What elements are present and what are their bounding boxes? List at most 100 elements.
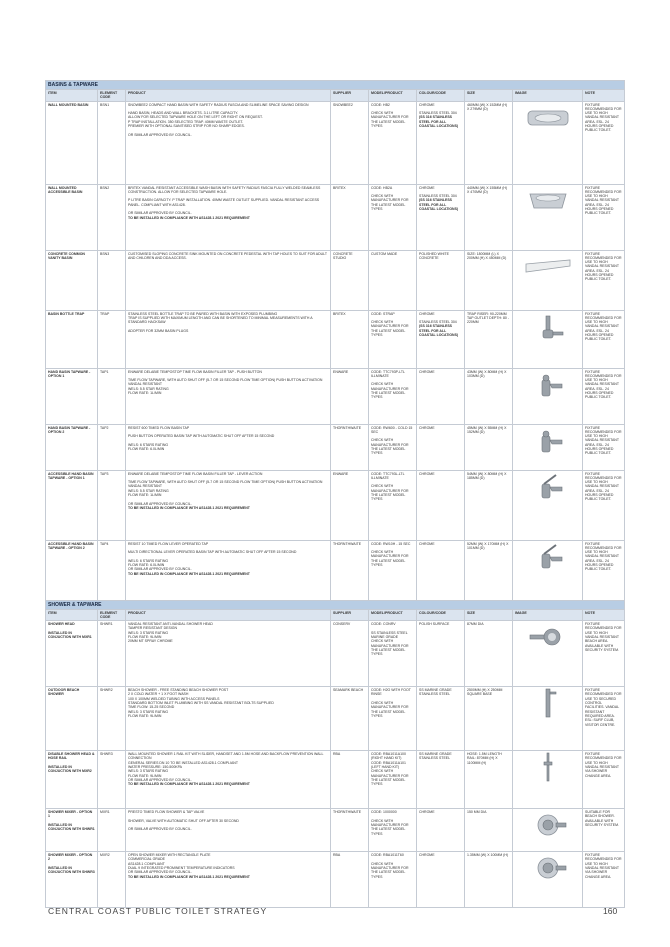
product-cell: RESIST 10 TIMED FLOW LEVER OPERATED TAP … bbox=[125, 539, 331, 601]
element-code-cell: MXR2 bbox=[97, 851, 126, 909]
colour-text: CHROME STAINLESS STEEL 304 bbox=[419, 311, 457, 325]
colour-cell: CHROME STAINLESS STEEL 304(SS 316 STAINL… bbox=[416, 309, 465, 369]
size-cell: 45MM (W) X 55MM (H) X 152MM (D) bbox=[464, 423, 513, 471]
lever-operated-tap-icon bbox=[515, 542, 580, 572]
note-cell: FIXTURE RECOMMENDED FOR USE TO HIGH VAND… bbox=[581, 469, 626, 541]
element-code-cell: BSN3 bbox=[97, 249, 126, 311]
column-header-size: SIZE bbox=[464, 608, 513, 622]
accessible-basin-icon bbox=[515, 186, 580, 216]
image-cell bbox=[512, 686, 583, 752]
model-cell: CODE: RW600 - COLD 15 SEC CHECK WITH MAN… bbox=[368, 423, 417, 471]
note-cell: FIXTURE RECOMMENDED FOR USE TO HIGH VAND… bbox=[581, 309, 626, 369]
element-code-cell: MXR1 bbox=[97, 808, 126, 853]
image-cell bbox=[512, 423, 583, 471]
shower-mixer-plate-icon bbox=[515, 853, 580, 883]
supplier-cell: SEAMARK BEACH bbox=[330, 686, 369, 752]
product-description: STAINLESS STEEL BOTTLE TRAP TO BE PAIRED… bbox=[128, 311, 313, 333]
column-header-code: ELEMENT CODE bbox=[97, 608, 126, 622]
shower-rail-icon bbox=[515, 752, 580, 782]
colour-cell: POLISH SURFACE bbox=[416, 620, 465, 688]
timed-flow-tap-icon bbox=[515, 426, 580, 456]
size-cell: 52MM (W) X 170MM (H) X 101MM (D) bbox=[464, 539, 513, 601]
note-cell: FIXTURE RECOMMENDED FOR USE TO SECURED C… bbox=[581, 686, 626, 752]
model-cell: CODE: H2O WITH FOOT RINSE CHECK WITH MAN… bbox=[368, 686, 417, 752]
column-header-code: ELEMENT CODE bbox=[97, 89, 126, 102]
colour-cell: CHROME bbox=[416, 469, 465, 541]
supplier-cell: SNOWBEE2 bbox=[330, 100, 369, 185]
image-cell bbox=[512, 367, 583, 425]
element-code-cell: TAP1 bbox=[97, 367, 126, 425]
image-cell bbox=[512, 100, 583, 185]
colour-text: CHROME bbox=[419, 471, 435, 476]
element-code-cell: SHWR3 bbox=[97, 750, 126, 810]
image-cell bbox=[512, 309, 583, 369]
element-code-cell: BSN2 bbox=[97, 183, 126, 251]
section-title: BASINS & TAPWARE bbox=[44, 80, 626, 90]
model-cell: CODE: RW10H - 15 SEC CHECK WITH MANUFACT… bbox=[368, 539, 417, 601]
item-cell: WALL MOUNTED BASIN bbox=[45, 100, 98, 185]
colour-text: CHROME bbox=[419, 369, 435, 374]
element-code-cell: BSN1 bbox=[97, 100, 126, 185]
colour-cell: CHROME STAINLESS STEEL 304(SS 316 STAINL… bbox=[416, 100, 465, 185]
note-cell: FIXTURE RECOMMENDED FOR USE TO HIGH VAND… bbox=[581, 100, 626, 185]
product-description: CUSTOMISED SLOPING CONCRETE SINK MOUNTED… bbox=[128, 251, 327, 260]
column-header-supplier: SUPPLIER bbox=[330, 89, 369, 102]
product-description: WALL MOUNTED SHOWER 1 RAIL KIT WITH SLID… bbox=[128, 752, 324, 782]
product-cell: ENWARE DELABIE TEMPOSTOP TIME FLOW BASIN… bbox=[125, 469, 331, 541]
colour-text: SS MARINE GRADE STAINLESS STEEL bbox=[419, 752, 452, 761]
colour-cell: CHROME bbox=[416, 539, 465, 601]
beach-shower-post-icon bbox=[515, 688, 580, 718]
note-cell: FIXTURE RECOMMENDED FOR USE TO HIGH VAND… bbox=[581, 183, 626, 251]
size-cell: 54MM (W) X 80MM (H) X 185MM (D) bbox=[464, 469, 513, 541]
column-header-image: IMAGE bbox=[512, 89, 583, 102]
column-header-size: SIZE bbox=[464, 89, 513, 102]
section-heading-row: SHOWER & TAPWARE bbox=[44, 599, 626, 610]
table-row: SHOWER MIXER - OPTION 2 INSTALLED IN CON… bbox=[45, 851, 626, 909]
table-row: DISABLE SHOWER HEAD & HOSE RAIL INSTALLE… bbox=[45, 750, 626, 810]
item-cell: SHOWER MIXER - OPTION 1 INSTALLED IN CON… bbox=[45, 808, 98, 853]
supplier-cell: RBA bbox=[330, 750, 369, 810]
colour-text: CHROME bbox=[419, 810, 435, 815]
colour-text: SS MARINE GRADE STAINLESS STEEL bbox=[419, 688, 452, 697]
model-cell: CODE: CONRV SS STAINLESS STEEL MARINE GR… bbox=[368, 620, 417, 688]
element-code-cell: TAP3 bbox=[97, 469, 126, 541]
supplier-cell: RBA bbox=[330, 851, 369, 909]
note-cell: FIXTURE RECOMMENDED FOR USE TO HIGH VAND… bbox=[581, 539, 626, 601]
note-cell: FIXTURE RECOMMENDED FOR USE TO HIGH VAND… bbox=[581, 851, 626, 909]
column-header-model: MODEL/PRODUCT bbox=[368, 608, 417, 622]
supplier-cell: THORNTHWAITE bbox=[330, 423, 369, 471]
element-code-cell: SHWR2 bbox=[97, 686, 126, 752]
colour-text: POLISHED WHITE CONCRETE bbox=[419, 251, 449, 260]
colour-text: CHROME STAINLESS STEEL 304 bbox=[419, 102, 457, 116]
product-cell: RESIST 600 TIMED FLOW BASIN TAP PUSH BUT… bbox=[125, 423, 331, 471]
compliance-requirement: TO BE INSTALLED IN COMPLIANCE WITH AS142… bbox=[128, 874, 250, 879]
image-cell bbox=[512, 620, 583, 688]
column-header-colour: COLOUR/CODE bbox=[416, 608, 465, 622]
note-cell: FIXTURE RECOMMENDED FOR USE TO HIGH VAND… bbox=[581, 620, 626, 688]
column-header-model: MODEL/PRODUCT bbox=[368, 89, 417, 102]
item-cell: WALL MOUNTED ACCESSIBLE BASIN bbox=[45, 183, 98, 251]
product-cell: WALL MOUNTED SHOWER 1 RAIL KIT WITH SLID… bbox=[125, 750, 331, 810]
column-header-colour: COLOUR/CODE bbox=[416, 89, 465, 102]
shower-valve-icon bbox=[515, 810, 580, 840]
size-cell: 150 MM DIA bbox=[464, 808, 513, 853]
column-header-supplier: SUPPLIER bbox=[330, 608, 369, 622]
product-cell: PRESTO TIMED FLOW SHOWER & TAP VALVE SHO… bbox=[125, 808, 331, 853]
size-cell: 2500MM (H) X 250MM SQUARE BASE bbox=[464, 686, 513, 752]
image-cell bbox=[512, 183, 583, 251]
product-cell: OPEN SHOWER MIXER WITH RECTANGLE PLATE C… bbox=[125, 851, 331, 909]
colour-cell: CHROME bbox=[416, 367, 465, 425]
colour-text: CHROME STAINLESS STEEL 304 bbox=[419, 185, 457, 199]
column-header-product: PRODUCT bbox=[125, 89, 331, 102]
shower-head-icon bbox=[515, 622, 580, 652]
note-cell: FIXTURE RECOMMENDED FOR USE TO HIGH VAND… bbox=[581, 249, 626, 311]
product-description: RESIST 10 TIMED FLOW LEVER OPERATED TAP … bbox=[128, 541, 297, 572]
colour-cell: CHROME STAINLESS STEEL 304(SS 316 STAINL… bbox=[416, 183, 465, 251]
note-cell: FIXTURE RECOMMENDED FOR USE TO HIGH VAND… bbox=[581, 750, 626, 810]
column-header-note: NOTE bbox=[581, 89, 626, 102]
